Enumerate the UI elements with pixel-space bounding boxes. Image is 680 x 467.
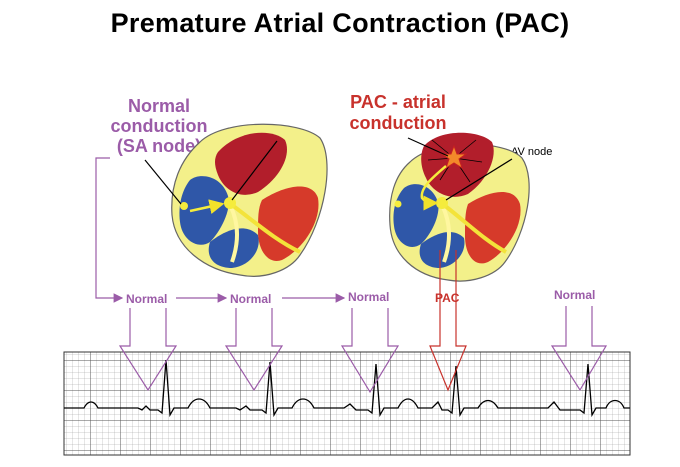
ecg-trace bbox=[64, 359, 630, 418]
sa-node-pointer bbox=[144, 159, 182, 205]
normal-label-line-3: (SA node) bbox=[116, 136, 202, 156]
heart-normal bbox=[171, 123, 328, 277]
av-node-label-right: AV node bbox=[511, 146, 553, 158]
pac-conduction-label: PAC - atrial conduction bbox=[330, 92, 466, 134]
pac-label-line-2: conduction bbox=[349, 113, 447, 133]
pac-focus-pointer bbox=[407, 137, 449, 157]
ectopic-focus-star-icon bbox=[427, 139, 483, 183]
page-title: Premature Atrial Contraction (PAC) bbox=[110, 8, 570, 38]
normal-conduction-label: Normal conduction (SA node) bbox=[96, 96, 222, 156]
beat-label-3: Normal bbox=[348, 290, 390, 304]
ecg-grid bbox=[64, 352, 630, 455]
pac-label-line-1: PAC - atrial bbox=[350, 92, 446, 112]
av-node-pointer-left bbox=[231, 140, 278, 201]
normal-label-line-1: Normal bbox=[127, 96, 190, 116]
conduction-flow-arrows bbox=[95, 157, 346, 303]
av-node-pointer-right bbox=[445, 158, 513, 201]
beat-label-5: Normal bbox=[554, 288, 596, 302]
beat-label-2: Normal bbox=[230, 292, 272, 306]
beat-label-1: Normal bbox=[126, 292, 168, 306]
beat-pointer-arrows bbox=[118, 250, 608, 394]
normal-label-line-2: conduction bbox=[110, 116, 208, 136]
heart-pac bbox=[389, 132, 530, 282]
beat-label-4: PAC bbox=[435, 291, 460, 305]
